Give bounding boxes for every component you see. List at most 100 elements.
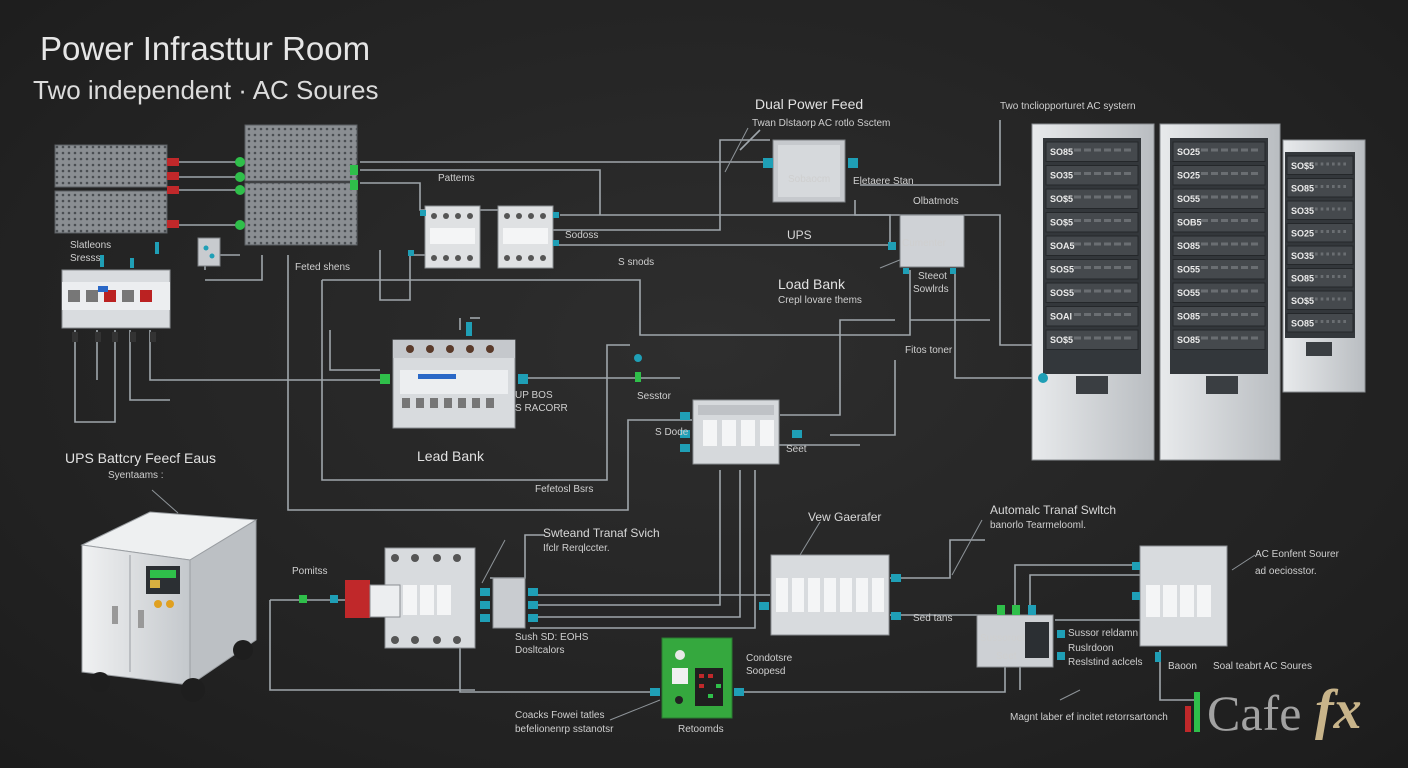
label-sed-tans: Sed tans [913, 613, 953, 624]
distribution-panel [235, 124, 358, 246]
rack-unit [1286, 290, 1354, 310]
rack-unit [1172, 212, 1266, 233]
rack-unit-code: SOAI [1050, 312, 1072, 322]
rack-unit [1286, 268, 1354, 288]
label-ats-sub: banorlo Tearmelooml. [990, 520, 1086, 531]
label-magnt: Magnt laber ef incitet retorrsartonch [1010, 712, 1168, 723]
page-subtitle: Two independent · AC Soures [33, 75, 379, 105]
rack-unit-code: SO25 [1177, 147, 1200, 157]
rack-unit-code: SO55 [1177, 288, 1200, 298]
rack-unit-code: SO85 [1177, 241, 1200, 251]
rack-unit-code: SO$5 [1291, 296, 1314, 306]
rack-unit-code: SO85 [1291, 319, 1314, 329]
label-view-generator: Vew Gaerafer [808, 510, 882, 524]
dual-power-feed-box [763, 139, 858, 203]
generator-breaker-bank [759, 554, 901, 636]
logo-accent: fx [1315, 679, 1362, 741]
page-title: Power Infrasttur Room [40, 30, 371, 67]
rack-unit [1045, 165, 1139, 186]
rack-unit [1172, 235, 1266, 256]
rack-unit-code: SOS5 [1050, 288, 1074, 298]
rack-unit-code: SO$5 [1050, 335, 1073, 345]
wire-bundle [74, 120, 1200, 701]
rack-rows: SO85SO35SO$5SO$5SOA5SOS5SOS5SOAISO$5SO25… [1045, 141, 1354, 350]
rack-unit [1286, 223, 1354, 243]
rack-unit-code: SO85 [1050, 147, 1073, 157]
label-olbatmots: Olbatmots [913, 196, 959, 207]
rack-unit [1172, 282, 1266, 303]
ats-controller [976, 605, 1065, 668]
rack-unit-code: SO25 [1291, 229, 1314, 239]
label-ups-battery-sub: Syentaams : [108, 470, 164, 481]
label-up-bos: UP BOS [515, 390, 553, 401]
label-s-dode: S Dode [655, 427, 689, 438]
rack-unit [1045, 306, 1139, 327]
rack-unit-code: SOA5 [1050, 241, 1075, 251]
rack-unit-code: SO35 [1050, 171, 1073, 181]
ac-source-breaker [1132, 545, 1228, 662]
control-panel [650, 637, 744, 719]
rack-unit [1045, 188, 1139, 209]
label-slatleons: Slatleons [70, 240, 112, 251]
rack-unit-code: SO$5 [1050, 218, 1073, 228]
label-reslstind: Reslstind aclcels [1068, 657, 1143, 668]
label-s-racoror: S RACORR [515, 403, 568, 414]
label-sussor-reldemn: Sussor reldamn [1068, 628, 1139, 639]
rack-unit [1172, 165, 1266, 186]
breaker-module-a [408, 205, 559, 269]
rack-unit [1286, 178, 1354, 198]
label-soal-teabrt: Soal teabrt AC Soures [1213, 661, 1312, 672]
label-ruslrdoon: Ruslrdoon [1068, 643, 1114, 654]
label-pattems: Pattems [438, 173, 475, 184]
label-fitos-toner: Fitos toner [905, 345, 953, 356]
label-dual-power-sub: Twan Dlstaorp AC rotlo Ssctem [752, 118, 891, 129]
rack-unit-code: SO$5 [1050, 194, 1073, 204]
rack-unit-code: SO55 [1177, 194, 1200, 204]
rack-unit-code: SO35 [1291, 206, 1314, 216]
label-ac-source-title: AC Eonfent Sourer [1255, 549, 1339, 560]
rack-unit [1286, 200, 1354, 220]
label-ups: UPS [787, 228, 812, 242]
rack-unit [1286, 245, 1354, 265]
logo-bars-icon [1185, 706, 1191, 732]
rack-unit [1286, 155, 1354, 175]
label-s-snods: S snods [618, 257, 655, 268]
label-retoomds: Retoomds [678, 724, 724, 735]
label-ac-source-sub: ad oeciosstor. [1255, 566, 1317, 577]
label-steeot: Steeot [918, 271, 947, 282]
label-pomitss: Pomitss [292, 566, 328, 577]
rack-unit-code: SO85 [1177, 335, 1200, 345]
label-soopesd: Soopesd [746, 666, 786, 677]
rack-unit-code: SO85 [1291, 274, 1314, 284]
cumenter-box [888, 214, 965, 274]
label-feted-shens: Feted shens [295, 262, 351, 273]
label-sesstor: Sesstor [637, 391, 671, 402]
cafefx-logo: Cafe fx [1183, 679, 1388, 750]
label-sowlrds: Sowlrds [913, 284, 949, 295]
ups-battery-cabinet [80, 511, 258, 702]
label-sresss: Sresss [70, 253, 101, 264]
rack-unit [1045, 282, 1139, 303]
label-coacks-power: Coacks Fowei tatles [515, 710, 605, 721]
rack-unit [1045, 329, 1139, 350]
label-fefetosl-bsrs: Fefetosl Bsrs [535, 484, 594, 495]
rack-unit [1172, 259, 1266, 280]
label-seet: Seet [996, 651, 1017, 662]
label-condotsre: Condotsre [746, 653, 793, 664]
label-sw-transfer-sub: Ifclr Rerqlccter. [543, 543, 610, 554]
rack-unit [1172, 141, 1266, 162]
rack-unit [1045, 212, 1139, 233]
load-bank-breaker [380, 322, 642, 429]
rack-unit [1172, 188, 1266, 209]
label-sw-transfer: Swteand Tranaf Svich [543, 526, 660, 540]
label-dual-power-feed: Dual Power Feed [755, 96, 864, 112]
label-seet-mid: Seet [786, 444, 807, 455]
rack-unit-code: SO$5 [1291, 161, 1314, 171]
leader-lines [151, 127, 1256, 721]
rack-unit-code: SOB5 [1177, 218, 1202, 228]
main-breaker-row [61, 242, 171, 342]
rack-unit [1045, 141, 1139, 162]
rack-unit-code: SO85 [1177, 312, 1200, 322]
rack-unit-code: SOS5 [1050, 265, 1074, 275]
